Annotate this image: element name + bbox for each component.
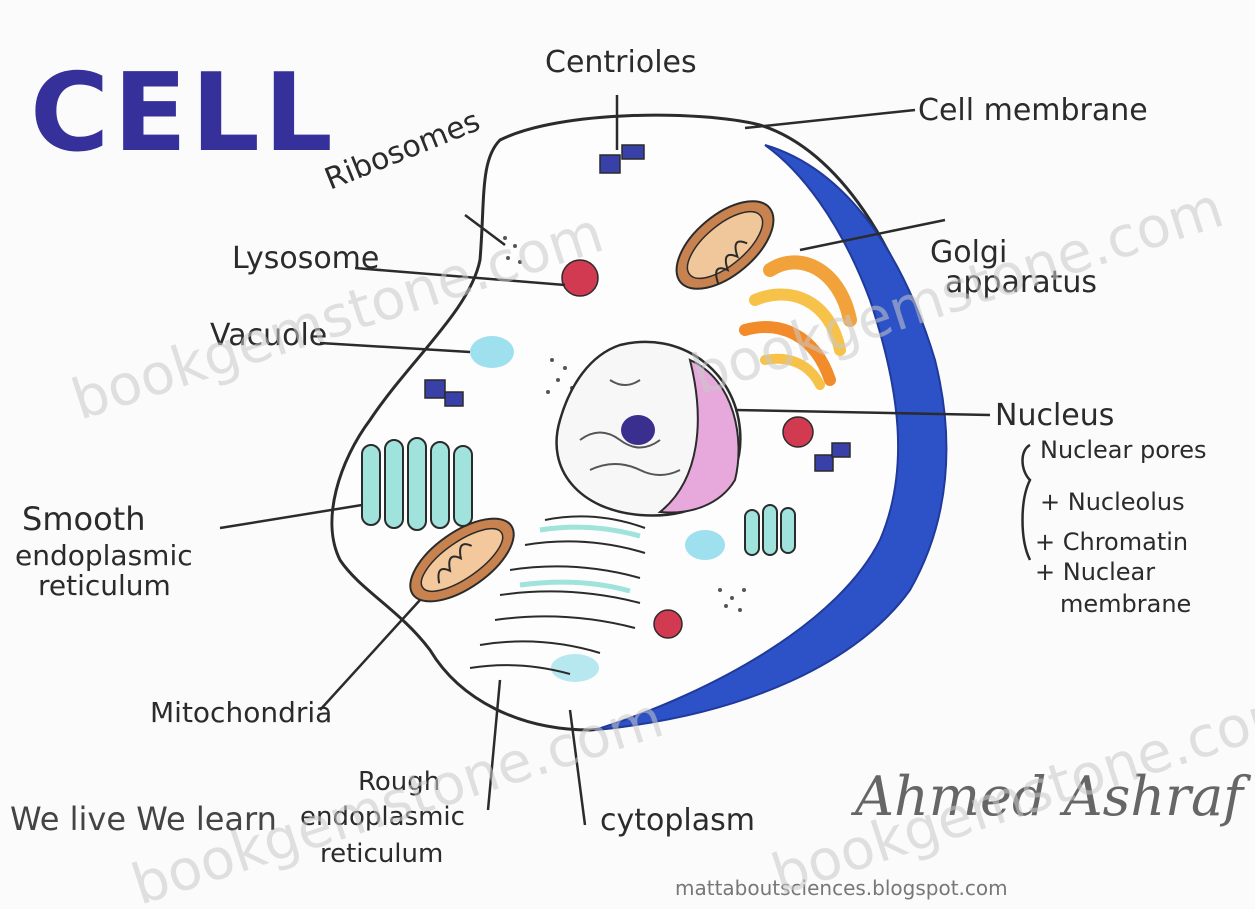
label-smooth-er-3: reticulum [38,569,171,602]
label-lysosome: Lysosome [232,241,379,276]
label-nucleus-part-2: + Nucleolus [1040,488,1185,516]
label-smooth-er-1: Smooth [22,500,145,538]
label-nucleus-part-5: membrane [1060,590,1191,618]
label-cytoplasm: cytoplasm [600,803,755,838]
label-nucleus-part-3: + Chromatin [1035,528,1188,556]
label-centrioles: Centrioles [545,45,697,80]
title: CELL [30,51,337,176]
label-cell-membrane: Cell membrane [918,93,1148,128]
label-mitochondria: Mitochondria [150,696,332,729]
label-nucleus-part-1: Nuclear pores [1040,436,1207,464]
label-smooth-er-2: endoplasmic [15,539,193,572]
label-ribosomes: Ribosomes [320,104,485,198]
label-nucleus-part-4: + Nuclear [1035,558,1155,586]
label-nucleus: Nucleus [995,398,1114,433]
